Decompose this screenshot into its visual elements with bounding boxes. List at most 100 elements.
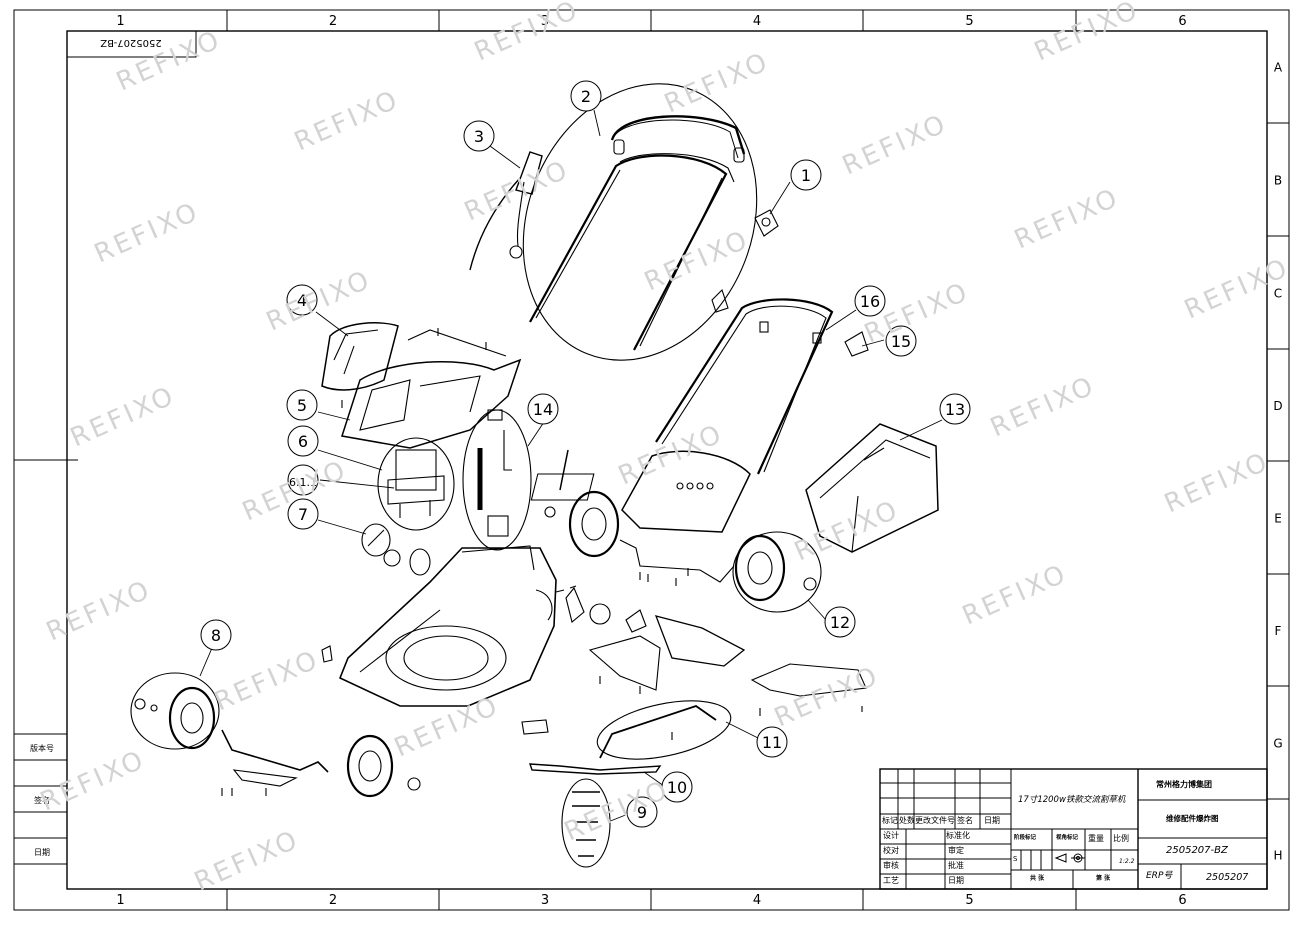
callout-label-3: 3 [474,127,484,146]
callout-label-10: 10 [667,778,687,797]
rear-axle-clip [361,523,431,576]
scale-value: 1:2.2 [1119,858,1135,865]
callout-label-11: 11 [762,733,782,752]
callout-label-6-1-1: 6.1.1 [289,476,317,489]
company-name: 常州格力博集团 [1156,780,1212,789]
grass-catcher-box [805,423,939,553]
callout-circle-16 [854,285,886,317]
column-label-5-top: 5 [965,14,973,29]
spring-kit [462,409,569,551]
revision-header-0: 标记 [882,816,898,825]
callout-label-15: 15 [891,332,911,351]
callout-circle-4 [286,284,318,316]
row-label-D: D [1273,399,1282,413]
column-label-2-bottom: 2 [329,893,337,908]
column-label-1-bottom: 1 [116,893,124,908]
callout-circle-1 [790,159,822,191]
upper-handle-assembly [522,83,758,361]
column-label-6-bottom: 6 [1178,893,1186,908]
callout-label-8: 8 [211,626,221,645]
mirrored-drawing-code: 2505207-BZ [100,37,162,48]
callout-circle-14 [527,393,559,425]
title-block [879,768,1268,890]
column-label-2-top: 2 [329,14,337,29]
switch-box-with-cable [469,151,543,271]
left-side-strip: 版本号 签名 日期 [14,459,78,865]
front-wheel [130,672,220,750]
stage-value: S [1013,855,1018,863]
rear-wheel [619,531,822,613]
cutting-blade [521,719,662,775]
callout-circle-6 [287,425,319,457]
approve-label: 批准 [948,861,964,870]
row-label-C: C [1274,287,1282,301]
handle-knob [754,209,779,237]
document-type: 维修配件爆炸图 [1166,814,1219,823]
column-label-6-top: 6 [1178,14,1186,29]
projection-label: 视角标记 [1056,835,1079,841]
sheet-number-label: 第 张 [1096,875,1111,882]
revision-header-2: 更改文件号 [915,816,955,825]
sheets-total-label: 共 张 [1030,875,1045,882]
callout-circle-15 [885,325,917,357]
column-label-1-top: 1 [116,14,124,29]
weight-label: 重量 [1088,834,1104,843]
revision-header-1: 处数 [899,816,915,825]
callout-circle-11 [756,726,788,758]
callout-circle-5 [286,389,318,421]
audit-label: 审定 [948,846,964,855]
callout-label-4: 4 [297,291,307,310]
callout-circle-8 [200,619,232,651]
callout-label-5: 5 [297,396,307,415]
drawing-number: 2505207-BZ [1166,845,1228,856]
callout-label-6: 6 [298,432,308,451]
upper-left-wheel [544,490,647,633]
mower-deck [338,545,557,707]
drawing-frame [13,9,1290,911]
row-label-A: A [1274,61,1283,75]
callout-label-13: 13 [945,400,965,419]
callout-label-7: 7 [298,505,308,524]
row-label-F: F [1275,624,1282,638]
date-label: 日期 [34,848,50,857]
callout-label-2: 2 [581,87,591,106]
erp-label: ERP号 [1146,871,1173,881]
column-label-4-bottom: 4 [753,893,761,908]
column-label-5-bottom: 5 [965,893,973,908]
screws [321,328,761,740]
column-label-3-top: 3 [541,14,549,29]
callout-circle-7 [287,498,319,530]
callout-circle-10 [661,771,693,803]
callout-circle-12 [824,606,856,638]
callout-circle-13 [939,393,971,425]
scale-label: 比例 [1113,834,1129,843]
rear-flap-bar [596,700,732,760]
mirrored-code-box [66,30,197,58]
check-label: 校对 [883,846,899,855]
callout-label-9: 9 [637,803,647,822]
parts [130,83,939,868]
column-label-3-bottom: 3 [541,893,549,908]
version-label: 版本号 [30,743,54,753]
design-label: 设计 [883,831,899,840]
revision-header-3: 签名 [957,816,973,825]
callout-circle-3 [463,120,495,152]
motor-assembly [377,437,455,531]
callout-label-16: 16 [860,292,880,311]
row-label-E: E [1274,512,1282,526]
leader-lines [199,109,943,823]
rear-flap-with-control-panel [530,450,751,533]
product-name: 17寸1200w铁款交流割草机 [1018,795,1126,805]
revision-header-4: 日期 [984,816,1000,825]
callout-label-14: 14 [533,400,553,419]
row-label-G: G [1273,737,1282,751]
callout-circle-9 [626,796,658,828]
callout-circle-6-1-1 [287,464,319,496]
lower-handle [655,288,869,475]
callout-circle-2 [570,80,602,112]
callout-label-12: 12 [830,613,850,632]
